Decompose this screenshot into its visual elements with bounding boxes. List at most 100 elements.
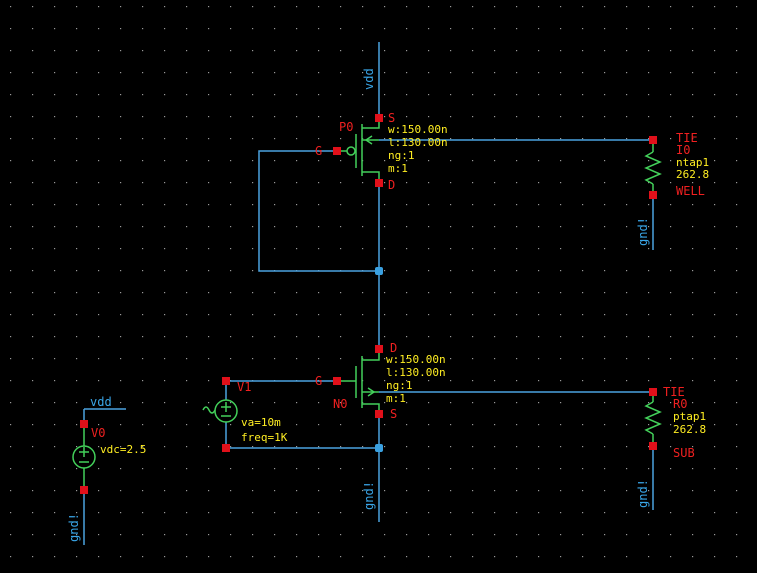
grid-dot: [692, 160, 694, 162]
grid-dot: [626, 116, 628, 118]
grid-dot: [296, 314, 298, 316]
grid-dot: [10, 512, 12, 514]
grid-dot: [142, 204, 144, 206]
grid-dot: [340, 468, 342, 470]
nmos-drain-pin[interactable]: [375, 345, 383, 353]
grid-dot: [516, 446, 518, 448]
grid-dot: [494, 226, 496, 228]
grid-dot: [340, 358, 342, 360]
grid-dot: [76, 424, 78, 426]
grid-dot: [538, 534, 540, 536]
grid-dot: [76, 160, 78, 162]
grid-dot: [582, 6, 584, 8]
grid-dot: [120, 50, 122, 52]
grid-dot: [648, 94, 650, 96]
grid-dot: [494, 6, 496, 8]
ptap-tie-pin[interactable]: [649, 388, 657, 396]
net-label-gnd-vdc: gnd!: [67, 513, 81, 542]
grid-dot: [252, 270, 254, 272]
grid-dot: [120, 204, 122, 206]
grid-dot: [296, 182, 298, 184]
grid-dot: [340, 512, 342, 514]
grid-dot: [516, 556, 518, 558]
grid-dot: [164, 72, 166, 74]
grid-dot: [604, 270, 606, 272]
grid-dot: [494, 160, 496, 162]
grid-dot: [538, 270, 540, 272]
grid-dot: [120, 28, 122, 30]
vdc-minus-pin[interactable]: [80, 486, 88, 494]
grid-dot: [582, 402, 584, 404]
grid-dot: [582, 138, 584, 140]
grid-dot: [142, 116, 144, 118]
grid-dot: [648, 116, 650, 118]
grid-dot: [692, 490, 694, 492]
grid-dot: [208, 446, 210, 448]
grid-dot: [714, 336, 716, 338]
pmos-source-pin[interactable]: [375, 114, 383, 122]
output-junction[interactable]: [375, 267, 383, 275]
grid-dot: [670, 138, 672, 140]
pmos-gate-pin[interactable]: [333, 147, 341, 155]
grid-dot: [362, 556, 364, 558]
grid-dot: [670, 116, 672, 118]
grid-dot: [406, 72, 408, 74]
vsin-source[interactable]: [202, 399, 238, 423]
grid-dot: [230, 138, 232, 140]
grid-dot: [384, 512, 386, 514]
grid-dot: [560, 226, 562, 228]
grid-dot: [714, 512, 716, 514]
grid-dot: [714, 424, 716, 426]
grid-dot: [604, 380, 606, 382]
grid-dot: [538, 72, 540, 74]
grid-dot: [54, 534, 56, 536]
grid-dot: [428, 358, 430, 360]
vsin-minus-pin[interactable]: [222, 444, 230, 452]
grid-dot: [494, 512, 496, 514]
ntap-well-pin[interactable]: [649, 191, 657, 199]
grid-dot: [142, 160, 144, 162]
grid-dot: [648, 50, 650, 52]
grid-dot: [54, 116, 56, 118]
grid-dot: [384, 380, 386, 382]
grid-dot: [296, 512, 298, 514]
grid-dot: [428, 270, 430, 272]
nmos-gate-pin[interactable]: [333, 377, 341, 385]
grid-dot: [318, 6, 320, 8]
grid-dot: [714, 490, 716, 492]
grid-dot: [318, 94, 320, 96]
grid-dot: [384, 160, 386, 162]
grid-dot: [142, 292, 144, 294]
ptap-sub-pin[interactable]: [649, 442, 657, 450]
grid-dot: [208, 380, 210, 382]
ptap-resistor[interactable]: [644, 392, 662, 446]
grid-dot: [494, 182, 496, 184]
gnd-junction[interactable]: [375, 444, 383, 452]
grid-dot: [670, 556, 672, 558]
pmos-drain-pin[interactable]: [375, 179, 383, 187]
grid-dot: [32, 380, 34, 382]
grid-dot: [318, 28, 320, 30]
grid-dot: [538, 248, 540, 250]
vsin-plus-pin[interactable]: [222, 377, 230, 385]
grid-dot: [32, 204, 34, 206]
grid-dot: [428, 490, 430, 492]
grid-dot: [736, 314, 738, 316]
nmos-source-pin[interactable]: [375, 410, 383, 418]
grid-dot: [362, 512, 364, 514]
grid-dot: [450, 94, 452, 96]
grid-dot: [10, 248, 12, 250]
feedback-gate-wire[interactable]: [258, 150, 379, 272]
grid-dot: [54, 314, 56, 316]
ntap-tie-pin[interactable]: [649, 136, 657, 144]
grid-dot: [626, 424, 628, 426]
grid-dot: [670, 336, 672, 338]
grid-dot: [120, 358, 122, 360]
junctions: [375, 267, 383, 452]
grid-dot: [406, 248, 408, 250]
grid-dot: [494, 116, 496, 118]
ntap-resistor[interactable]: [644, 140, 662, 195]
grid-dot: [208, 138, 210, 140]
vdc-plus-pin[interactable]: [80, 420, 88, 428]
